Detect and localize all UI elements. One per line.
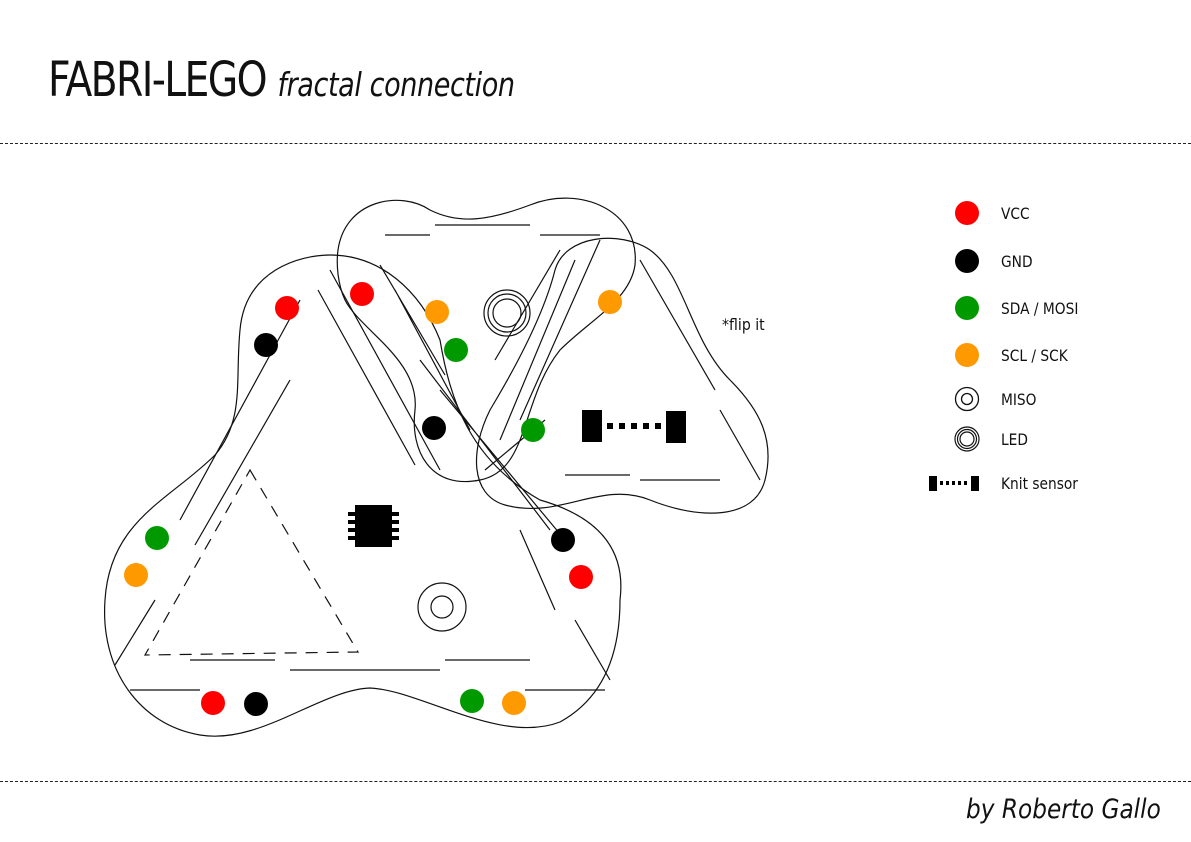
gnd-pad [254,333,278,357]
legend-item-vcc: VCC [925,198,1034,228]
legend-item-miso: MISO [925,384,1042,414]
legend-label: SCL / SCK [1001,345,1068,365]
large-board-outline [103,254,622,737]
legend-item-scl: SCL / SCK [925,340,1079,370]
orange-dot-icon [955,343,979,367]
large-board-slot [519,529,611,681]
legend-label: GND [1001,251,1033,271]
knit-sensor-icon [582,410,686,443]
legend-item-knit: Knit sensor [925,468,1090,498]
vcc-pad [350,282,374,306]
top-board-slot [379,224,600,431]
legend-item-gnd: GND [925,246,1038,276]
led-ring [483,289,531,337]
vcc-pad [275,296,299,320]
legend-label: Knit sensor [1001,473,1078,493]
red-dot-icon [955,201,979,225]
author-credit: by Roberto Gallo [966,794,1161,825]
double-ring-icon [954,386,980,412]
top-board-outline [336,197,636,483]
cut-line-top [0,143,1191,144]
miso-ring [417,582,467,632]
flip-note: *flip it [722,315,765,334]
vcc-pad [569,565,593,589]
pads-group [124,282,622,716]
vcc-pad [201,691,225,715]
gnd-pad [244,692,268,716]
gnd-pad [551,528,575,552]
large-board-slot [179,269,441,546]
sda-pad [521,418,545,442]
sda-pad [444,338,468,362]
connection-line [419,359,566,541]
scl-pad [598,290,622,314]
large-board-slot [114,599,605,691]
green-dot-icon [955,296,979,320]
title-main: FABRI-LEGO [48,52,268,108]
cut-line-bottom [0,781,1191,782]
legend-label: VCC [1001,203,1030,223]
legend-label: LED [1001,429,1028,449]
dashed-triangle [143,468,360,656]
scl-pad [124,563,148,587]
black-dot-icon [955,249,979,273]
legend-label: MISO [1001,389,1037,409]
scl-pad [425,300,449,324]
sda-pad [145,526,169,550]
right-board-outline [475,237,769,514]
title-subtitle: fractal connection [277,65,515,104]
knit-sensor-legend-icon [929,476,979,491]
legend-label: SDA / MOSI [1001,298,1079,318]
chip-icon [348,505,399,547]
scl-pad [502,691,526,715]
sda-pad [460,689,484,713]
gnd-pad [422,416,446,440]
right-board-slot [499,239,761,481]
legend-item-led: LED [925,424,1032,454]
legend-item-sda: SDA / MOSI [925,293,1091,323]
triple-ring-icon [954,426,980,452]
